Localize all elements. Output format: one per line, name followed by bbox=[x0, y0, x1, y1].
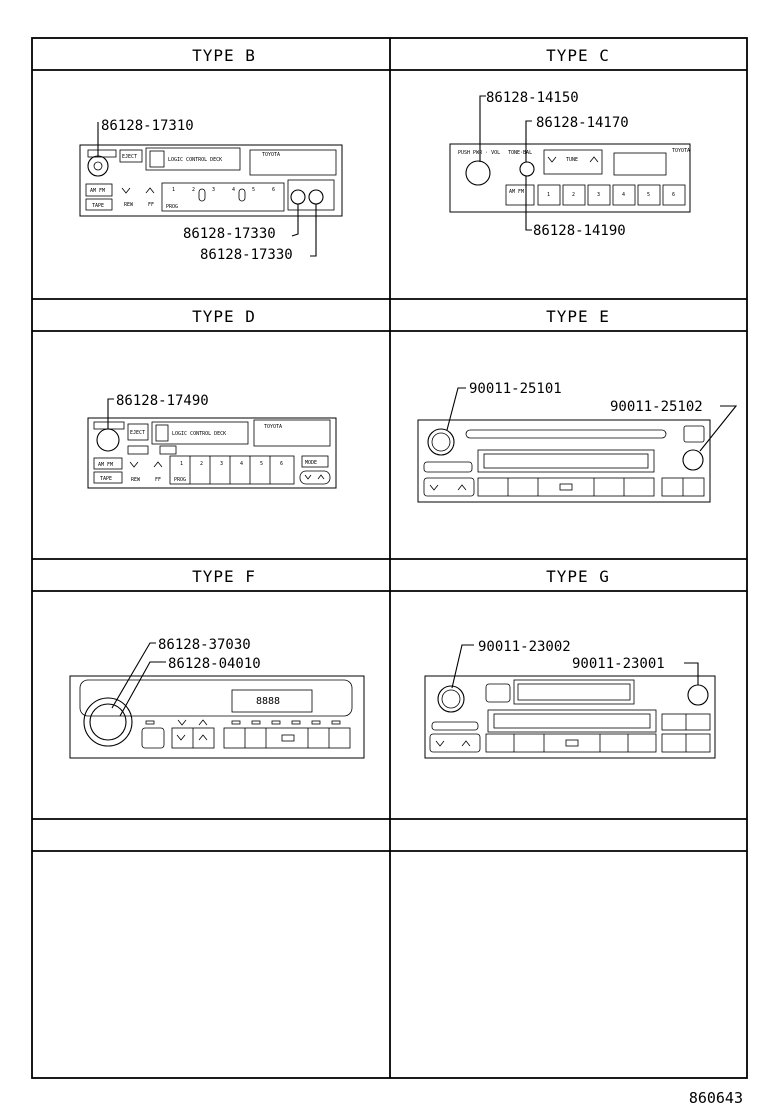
unit-preset-4: 4 bbox=[240, 461, 243, 467]
unit-label-rew: REW bbox=[131, 477, 141, 483]
callouts-type-f: 86128-37030 86128-04010 bbox=[111, 637, 261, 717]
panel-title-type-e: TYPE E bbox=[546, 307, 610, 326]
unit-preset-2: 2 bbox=[572, 192, 575, 198]
figure-number: 860643 bbox=[689, 1089, 743, 1107]
unit-label-tune: TUNE bbox=[566, 157, 578, 163]
part-number-90011-25101: 90011-25101 bbox=[469, 381, 562, 397]
unit-preset-1: 1 bbox=[547, 192, 550, 198]
unit-label-brand: TOYOTA bbox=[264, 424, 282, 430]
radio-unit-type-f: 8888 bbox=[69, 675, 365, 759]
radio-unit-type-d: EJECT LOGIC CONTROL DECK TOYOTA AM FM TA… bbox=[87, 417, 337, 489]
unit-preset-5: 5 bbox=[260, 461, 263, 467]
part-number-86128-37030: 86128-37030 bbox=[158, 637, 251, 653]
display-digits: 8888 bbox=[256, 696, 280, 707]
callouts-type-d: 86128-17490 bbox=[107, 393, 209, 429]
unit-label-ff: FF bbox=[148, 202, 154, 208]
callouts-type-e: 90011-25101 90011-25102 bbox=[446, 381, 738, 452]
unit-label-logic-deck: LOGIC CONTROL DECK bbox=[172, 431, 226, 437]
unit-preset-3: 3 bbox=[212, 187, 215, 193]
unit-label-prog: PROG bbox=[166, 204, 178, 210]
part-number-86128-17330-b: 86128-17330 bbox=[200, 247, 293, 263]
unit-preset-4: 4 bbox=[622, 192, 625, 198]
unit-label-amfm: AM FM bbox=[90, 188, 105, 194]
part-number-86128-17490: 86128-17490 bbox=[116, 393, 209, 409]
part-number-86128-17330-a: 86128-17330 bbox=[183, 226, 276, 242]
unit-label-prog: PROG bbox=[174, 477, 186, 483]
part-number-86128-04010: 86128-04010 bbox=[168, 656, 261, 672]
radio-unit-type-g bbox=[424, 675, 716, 759]
unit-label-mode: MODE bbox=[305, 460, 317, 466]
unit-label-ff: FF bbox=[155, 477, 161, 483]
unit-preset-3: 3 bbox=[597, 192, 600, 198]
part-number-86128-14170: 86128-14170 bbox=[536, 115, 629, 131]
unit-preset-2: 2 bbox=[200, 461, 203, 467]
unit-label-eject: EJECT bbox=[130, 430, 145, 436]
unit-label-tone-bal: TONE·BAL bbox=[508, 150, 532, 156]
unit-label-amfm: AM FM bbox=[509, 189, 524, 195]
unit-preset-5: 5 bbox=[252, 187, 255, 193]
panel-title-type-c: TYPE C bbox=[546, 46, 610, 65]
unit-preset-5: 5 bbox=[647, 192, 650, 198]
unit-preset-6: 6 bbox=[280, 461, 283, 467]
part-number-90011-25102: 90011-25102 bbox=[610, 399, 703, 415]
panel-title-type-g: TYPE G bbox=[546, 567, 610, 586]
part-number-90011-23002: 90011-23002 bbox=[478, 639, 571, 655]
panel-title-type-d: TYPE D bbox=[192, 307, 256, 326]
unit-preset-6: 6 bbox=[672, 192, 675, 198]
table-grid bbox=[31, 37, 748, 1079]
unit-label-brand: TOYOTA bbox=[672, 148, 690, 154]
unit-preset-3: 3 bbox=[220, 461, 223, 467]
unit-preset-1: 1 bbox=[180, 461, 183, 467]
radio-unit-type-b: EJECT LOGIC CONTROL DECK TOYOTA AM FM TA… bbox=[79, 144, 343, 217]
unit-label-tape: TAPE bbox=[100, 476, 112, 482]
callouts-type-c: 86128-14150 86128-14170 86128-14190 bbox=[479, 90, 629, 239]
unit-label-eject: EJECT bbox=[122, 154, 137, 160]
radio-unit-type-e bbox=[417, 419, 711, 503]
unit-label-pwr-vol: PUSH PWR · VOL bbox=[458, 150, 500, 156]
part-number-86128-14190: 86128-14190 bbox=[533, 223, 626, 239]
unit-label-logic-deck: LOGIC CONTROL DECK bbox=[168, 157, 222, 163]
panel-title-type-f: TYPE F bbox=[192, 567, 256, 586]
unit-preset-4: 4 bbox=[232, 187, 235, 193]
unit-preset-2: 2 bbox=[192, 187, 195, 193]
unit-preset-1: 1 bbox=[172, 187, 175, 193]
unit-label-tape: TAPE bbox=[92, 203, 104, 209]
unit-label-brand: TOYOTA bbox=[262, 152, 280, 158]
panel-title-type-b: TYPE B bbox=[192, 46, 256, 65]
callouts-type-b: 86128-17310 86128-17330 86128-17330 bbox=[97, 118, 317, 263]
unit-label-amfm: AM FM bbox=[98, 462, 113, 468]
unit-label-rew: REW bbox=[124, 202, 134, 208]
part-number-90011-23001: 90011-23001 bbox=[572, 656, 665, 672]
callouts-type-g: 90011-23002 90011-23001 bbox=[451, 639, 699, 689]
radio-unit-type-c: PUSH PWR · VOL TONE·BAL TUNE TOYOTA AM F… bbox=[449, 143, 691, 213]
part-number-86128-17310: 86128-17310 bbox=[101, 118, 194, 134]
part-number-86128-14150: 86128-14150 bbox=[486, 90, 579, 106]
unit-preset-6: 6 bbox=[272, 187, 275, 193]
